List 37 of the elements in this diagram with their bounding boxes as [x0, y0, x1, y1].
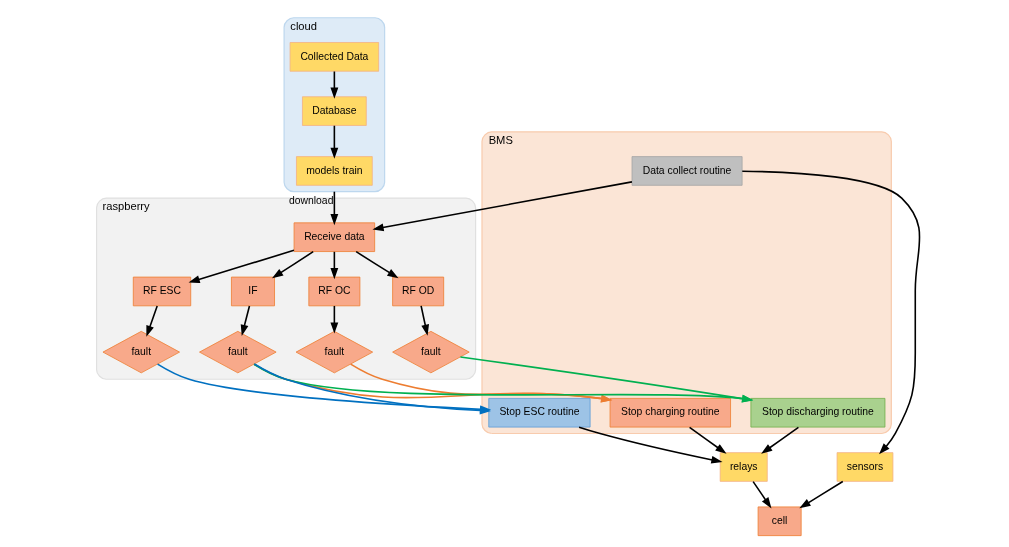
node-box: cell	[757, 506, 802, 537]
node-box: Database	[301, 96, 367, 126]
arrow	[798, 480, 844, 509]
node-box: Stop charging routine	[609, 398, 731, 428]
arrow	[354, 250, 398, 279]
arrow	[751, 480, 771, 509]
arrow	[371, 181, 633, 232]
arrow	[145, 305, 158, 337]
arrow	[741, 170, 920, 455]
arrow	[240, 305, 250, 336]
node-box: Stop discharging routine	[750, 398, 885, 428]
node-box: RF OD	[391, 276, 444, 307]
arrow	[459, 356, 753, 403]
arrow	[188, 249, 295, 284]
arrow	[760, 426, 799, 454]
node-box: Data collect routine	[631, 156, 742, 186]
node-box: relays	[719, 452, 768, 482]
node-box: Receive data	[293, 222, 375, 252]
node-diamond: fault	[102, 330, 180, 374]
arrow	[329, 124, 338, 159]
node-box: Stop ESC routine	[487, 398, 590, 428]
node-diamond: fault	[295, 330, 373, 374]
node-box: models train	[295, 156, 373, 186]
arrow	[271, 250, 314, 279]
node-box: RF ESC	[132, 276, 191, 307]
node-diamond: fault	[391, 330, 470, 374]
node-box: IF	[230, 276, 275, 307]
arrow	[419, 305, 429, 336]
arrow	[688, 426, 727, 454]
node-box: RF OC	[307, 276, 360, 307]
edge-label: download	[288, 195, 333, 207]
arrow	[349, 363, 612, 403]
node-box: sensors	[836, 452, 893, 482]
arrow	[577, 426, 723, 464]
arrow	[329, 190, 338, 226]
node-diamond: fault	[198, 330, 276, 374]
node-box: Collected Data	[289, 42, 379, 72]
